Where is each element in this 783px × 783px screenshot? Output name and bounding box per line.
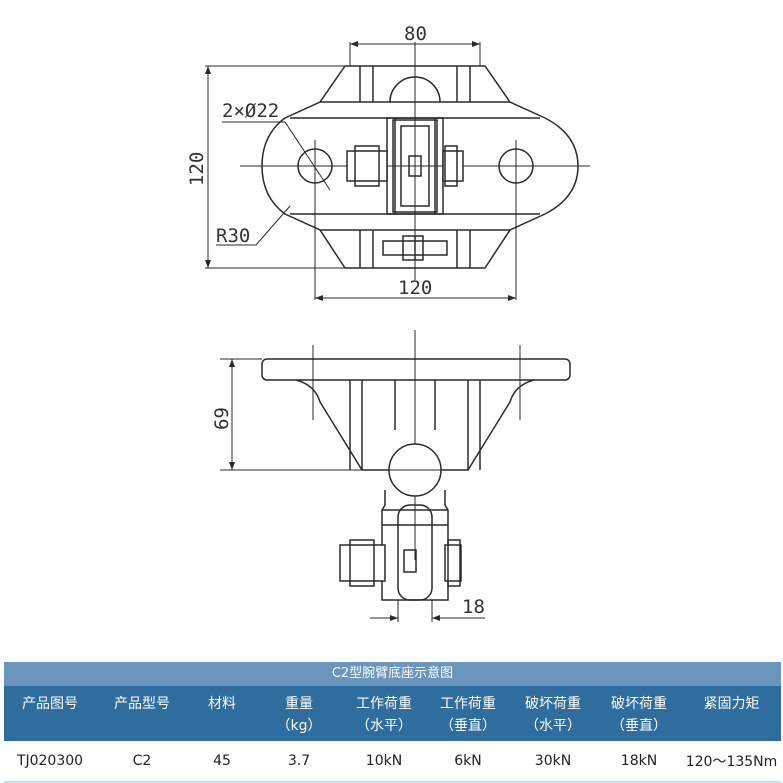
- cell-model: C2: [132, 753, 152, 769]
- cell-break-load-vertical: 18kN: [620, 753, 658, 769]
- cell-material: 45: [213, 753, 231, 769]
- cell-work-load-vertical: 6kN: [454, 753, 482, 769]
- dim-120-vertical: 120: [186, 152, 208, 186]
- flange: [261, 358, 571, 381]
- dim-120-horizontal: 120: [398, 277, 432, 299]
- spec-table: C2型腕臂底座示意图 产品图号 产品型号 材料 重量（kg） 工作荷重（水平） …: [4, 662, 781, 783]
- top-view: 80 120 2×Ø22 R30 120: [186, 23, 590, 301]
- header-work-load-vertical: 工作荷重（垂直）: [440, 696, 496, 734]
- header-weight: 重量（kg）: [276, 696, 322, 734]
- dim-69: 69: [211, 407, 233, 430]
- header-break-load-horizontal: 破坏荷重（水平）: [525, 696, 581, 734]
- base-plate-outline: [261, 65, 579, 269]
- header-drawing-no: 产品图号: [22, 696, 78, 712]
- header-break-load-vertical: 破坏荷重（垂直）: [611, 696, 667, 734]
- cell-break-load-horizontal: 30kN: [534, 753, 572, 769]
- cell-drawing-no: TJ020300: [16, 753, 84, 769]
- table-caption: C2型腕臂底座示意图: [4, 662, 781, 686]
- dim-18: 18: [462, 596, 485, 618]
- header-torque: 紧固力矩: [703, 696, 760, 712]
- mounting-hole-left: [297, 148, 333, 184]
- cell-weight: 3.7: [287, 753, 311, 769]
- dim-80: 80: [404, 23, 427, 45]
- technical-drawing: 80 120 2×Ø22 R30 120: [186, 23, 590, 622]
- table-header: 产品图号 产品型号 材料 重量（kg） 工作荷重（水平） 工作荷重（垂直） 破坏…: [4, 686, 781, 741]
- header-model: 产品型号: [114, 696, 170, 712]
- dim-radius: R30: [216, 225, 250, 247]
- header-work-load-horizontal: 工作荷重（水平）: [356, 696, 412, 734]
- dim-hole-diameter: 2×Ø22: [222, 100, 279, 122]
- header-material: 材料: [208, 696, 236, 712]
- cell-work-load-horizontal: 10kN: [365, 753, 403, 769]
- side-view: 69 18: [211, 330, 571, 622]
- cell-torque: 120～135Nm: [685, 754, 778, 770]
- mounting-hole-right: [498, 148, 534, 184]
- table-row: TJ020300 C2 45 3.7 10kN 6kN 30kN 18kN 12…: [4, 741, 781, 783]
